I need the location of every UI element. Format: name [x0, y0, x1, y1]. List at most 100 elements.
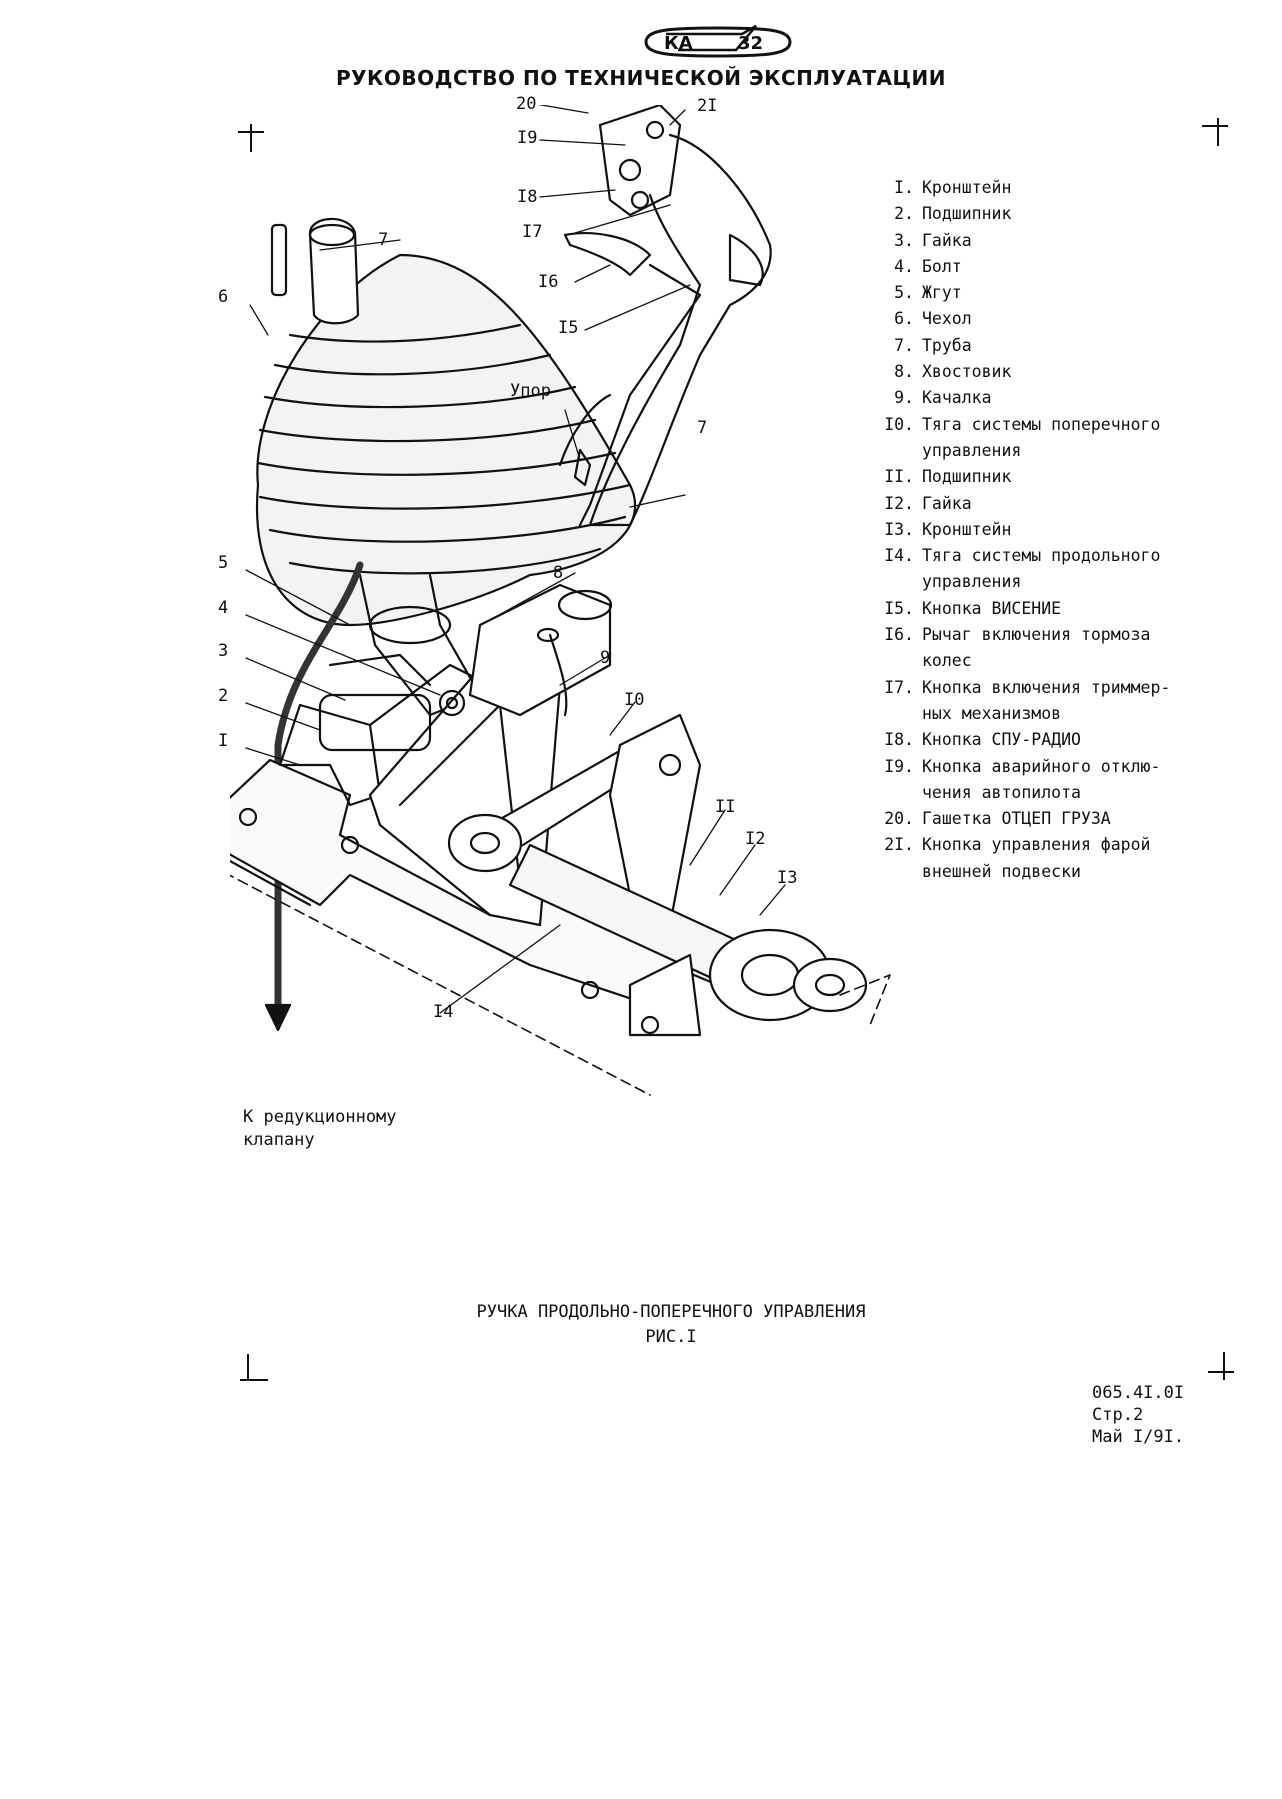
legend-item-number: I2.: [884, 493, 914, 513]
legend-item-text: Кронштейн: [922, 519, 1012, 539]
reducing-valve-note-line1: К редукционному: [243, 1107, 397, 1127]
legend-item: 3. Гайка: [876, 228, 1206, 254]
legend-item-number: I9.: [884, 756, 914, 776]
legend-item-text: Кнопка включения триммер-: [922, 677, 1171, 697]
legend-item: I2. Гайка: [876, 491, 1206, 517]
svg-text:32: 32: [738, 33, 763, 54]
legend-item: I3. Кронштейн: [876, 517, 1206, 543]
legend-item-text: ных механизмов: [922, 703, 1062, 723]
legend-item: 8. Хвостовик: [876, 359, 1206, 385]
legend-item-text: управления: [922, 572, 1022, 592]
legend-item-number: 3.: [894, 230, 914, 250]
legend-item-text: колес: [922, 651, 972, 671]
legend-item: колес: [876, 648, 1206, 674]
callout-stop: Упор: [510, 381, 551, 401]
legend-item: I7. Кнопка включения триммер-: [876, 675, 1206, 701]
legend-item-text: Гайка: [922, 230, 972, 250]
legend-item-number: 20.: [884, 809, 914, 829]
wire-harness: [274, 561, 364, 1009]
legend-item: управления: [876, 569, 1206, 595]
legend-item-text: управления: [922, 440, 1022, 460]
legend-item: II. Подшипник: [876, 464, 1206, 490]
legend-item: 5.Жгут: [876, 280, 1206, 306]
callout-5: 5: [218, 553, 229, 573]
legend-item: I6. Рычаг включения тормоза: [876, 622, 1206, 648]
svg-text:КА: КА: [664, 33, 693, 54]
document-code: 065.4I.0I: [1092, 1383, 1185, 1403]
callout-10: I0: [624, 690, 645, 710]
callout-6: 6: [218, 287, 229, 307]
legend-item: I0. Тяга системы поперечного: [876, 412, 1206, 438]
legend-item-number: I4.: [884, 546, 914, 566]
legend-item-number: I7.: [884, 677, 914, 697]
legend-item-number: 9.: [894, 388, 914, 408]
legend-item-number: I8.: [884, 730, 914, 750]
revision-date: Май I/9I.: [1092, 1427, 1185, 1447]
callout-4: 4: [218, 598, 229, 618]
tube-top: [308, 217, 360, 325]
legend-item-number: 8.: [894, 362, 914, 382]
legend-item-number: I6.: [884, 625, 914, 645]
callout-11: II: [715, 797, 736, 817]
legend-item: управления: [876, 438, 1206, 464]
legend-item-number: I0.: [884, 414, 914, 434]
legend-item-number: 5.: [894, 283, 914, 303]
document-title: РУКОВОДСТВО ПО ТЕХНИЧЕСКОЙ ЭКСПЛУАТАЦИИ: [335, 66, 947, 90]
legend-item-number: II.: [884, 467, 914, 487]
crop-mark-bottom-right: [1208, 1352, 1234, 1380]
legend-item: I. Кронштейн: [876, 175, 1206, 201]
legend-item-text: Подшипник: [922, 467, 1012, 487]
legend-item: 4. Болт: [876, 254, 1206, 280]
legend-item-text: Чехол: [922, 309, 972, 329]
callout-8: 8: [553, 563, 564, 583]
legend-item-text: Подшипник: [922, 204, 1012, 224]
legend-item-text: Рычаг включения тормоза: [922, 625, 1151, 645]
legend-item: 2. Подшипник: [876, 201, 1206, 227]
legend-item-text: Кронштейн: [922, 178, 1012, 197]
parts-legend: I. Кронштейн 2. Подшипник 3. Гайка 4. Болт 5.Жгу…: [876, 175, 1206, 885]
legend-item-text: Труба: [922, 335, 972, 355]
legend-item-text: Кнопка управления фарой: [922, 835, 1151, 855]
callout-13: I3: [777, 868, 798, 888]
legend-item-number: 7.: [894, 335, 914, 355]
legend-item-number: [876, 701, 922, 727]
callout-17: I7: [522, 222, 543, 242]
callout-21: 2I: [697, 96, 718, 116]
grip-detail: [558, 105, 772, 527]
callout-14: I4: [433, 1002, 454, 1022]
legend-item-number: I3.: [884, 519, 914, 539]
legend-item: 6.Чехол: [876, 306, 1206, 332]
legend-item: I9.Кнопка аварийного отклю-: [876, 754, 1206, 780]
legend-item-number: [876, 859, 922, 885]
legend-item-text: Гайка: [922, 493, 972, 513]
callout-20: 20: [516, 94, 537, 114]
legend-item-text: Тяга системы поперечного: [922, 414, 1161, 434]
legend-item: 9. Качалка: [876, 385, 1206, 411]
crop-mark-bottom-left: [240, 1354, 268, 1381]
legend-item: 7. Труба: [876, 333, 1206, 359]
legend-item-text: Кнопка ВИСЕНИЕ: [922, 598, 1062, 618]
reducing-valve-note-line2: клапану: [243, 1130, 315, 1150]
legend-item-text: Болт: [922, 256, 962, 276]
legend-item: I4. Тяга системы продольного: [876, 543, 1206, 569]
legend-item-number: 2I.: [884, 835, 914, 855]
legend-item: I8.Кнопка СПУ-РАДИО: [876, 727, 1206, 753]
callout-7-lower: 7: [697, 418, 708, 438]
reducing-valve-note: К редукционному клапану: [243, 1106, 397, 1152]
legend-item-text: Тяга системы продольного: [922, 546, 1161, 566]
figure-title: РУЧКА ПРОДОЛЬНО-ПОПЕРЕЧНОГО УПРАВЛЕНИЯ: [476, 1302, 866, 1322]
legend-item-number: 4.: [894, 256, 914, 276]
callout-3: 3: [218, 641, 229, 661]
legend-item-text: Качалка: [922, 388, 992, 408]
legend-item-text: Гашетка ОТЦЕП ГРУЗА: [922, 809, 1111, 829]
legend-item-number: I.: [894, 178, 914, 197]
legend-item: 2I. Кнопка управления фарой: [876, 832, 1206, 858]
page-number: Стр.2: [1092, 1405, 1144, 1425]
legend-item-text: Хвостовик: [922, 362, 1012, 382]
callout-19: I9: [517, 128, 538, 148]
legend-item: I5.Кнопка ВИСЕНИЕ: [876, 596, 1206, 622]
legend-item-text: внешней подвески: [922, 861, 1081, 881]
legend-item-number: 2.: [894, 204, 914, 224]
callout-15: I5: [558, 318, 579, 338]
callout-9: 9: [600, 648, 611, 668]
